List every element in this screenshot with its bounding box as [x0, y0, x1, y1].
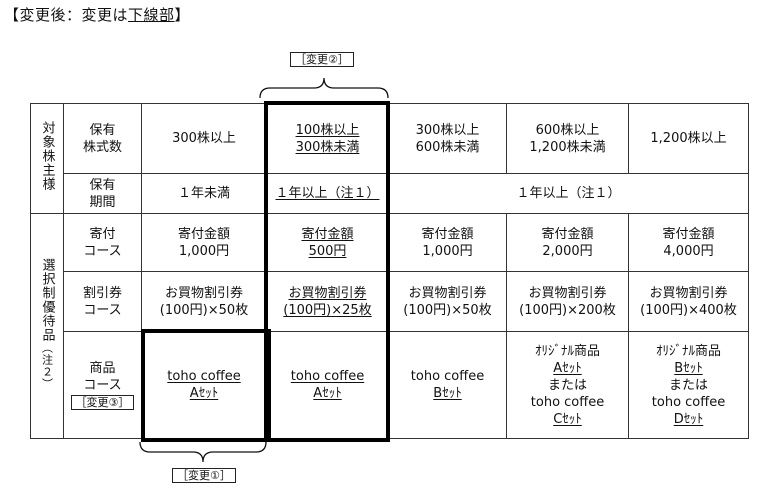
shares-header: 保有株式数 — [63, 103, 142, 174]
col3-discount: お買物割引券(100円)×50枚 — [388, 271, 507, 332]
product-header: 商品コース ［変更③］ — [63, 331, 142, 439]
heading-underlined: 下線部 — [128, 6, 175, 24]
col2-period: １年以上（注１） — [266, 173, 389, 214]
bottom-brace — [139, 441, 267, 463]
target-header: 対象株主様 — [30, 103, 64, 214]
col2-discount: お買物割引券(100円)×25枚 — [266, 271, 389, 332]
page-heading: 【変更後：変更は下線部】 — [4, 4, 190, 25]
heading-prefix: 【変更後：変更は — [4, 6, 129, 24]
discount-row: 割引券コース お買物割引券(100円)×50枚 お買物割引券(100円)×25枚… — [31, 271, 749, 332]
col4-discount: お買物割引券(100円)×200枚 — [506, 271, 629, 332]
col1-shares: 300株以上 — [141, 103, 267, 174]
period-header: 保有期間 — [63, 173, 142, 214]
top-brace — [259, 77, 389, 99]
donation-header: 寄付コース — [63, 213, 142, 272]
change-3-tag: ［変更③］ — [70, 394, 135, 410]
change-2-tag: ［変更②］ — [290, 52, 354, 67]
period-row: 保有期間 １年未満 １年以上（注１） １年以上（注１） — [31, 173, 749, 214]
col5-shares: 1,200株以上 — [628, 103, 749, 174]
benefits-header: 選択制優待品（注２） — [30, 213, 64, 439]
col1-period: １年未満 — [141, 173, 267, 214]
col1-discount: お買物割引券(100円)×50枚 — [141, 271, 267, 332]
discount-header: 割引券コース — [63, 271, 142, 332]
heading-suffix: 】 — [174, 6, 191, 24]
col5-discount: お買物割引券(100円)×400枚 — [628, 271, 749, 332]
merged-period: １年以上（注１） — [388, 173, 749, 214]
change-1-tag: ［変更①］ — [172, 468, 236, 483]
